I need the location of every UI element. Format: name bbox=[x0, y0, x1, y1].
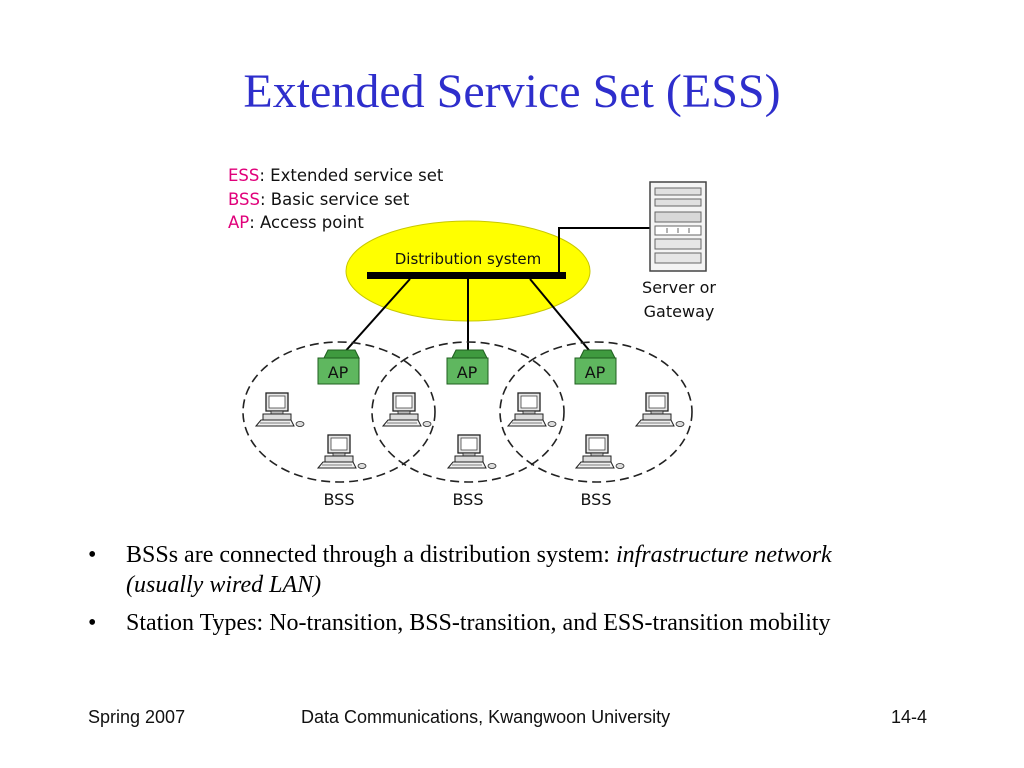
bullet-text: Station Types: No-transition, BSS-transi… bbox=[126, 610, 831, 636]
legend-text: : Access point bbox=[249, 213, 364, 232]
station-computer-icon bbox=[575, 434, 625, 470]
access-point-icon bbox=[446, 349, 489, 385]
legend-abbr: AP bbox=[228, 213, 250, 232]
legend-row-bss: BSS: Basic service set bbox=[228, 188, 443, 212]
server-link bbox=[558, 227, 652, 273]
legend-row-ap: AP: Access point bbox=[228, 211, 443, 235]
legend-row-ess: ESS: Extended service set bbox=[228, 164, 443, 188]
legend-abbr: ESS bbox=[228, 166, 260, 185]
bullet-item: • BSSs are connected through a distribut… bbox=[88, 540, 888, 600]
server-icon bbox=[649, 181, 707, 272]
access-point-icon bbox=[574, 349, 617, 385]
bss-label-1: BSS bbox=[323, 490, 354, 509]
footer-center: Data Communications, Kwangwoon Universit… bbox=[301, 707, 671, 727]
station-computer-icon bbox=[382, 392, 432, 428]
bss-circle-1 bbox=[242, 341, 436, 483]
station-computer-icon bbox=[635, 392, 685, 428]
server-label-line2: Gateway bbox=[644, 302, 715, 321]
bss-circle-2 bbox=[371, 341, 565, 483]
legend-text: : Extended service set bbox=[259, 166, 444, 185]
station-computer-icon bbox=[317, 434, 367, 470]
bss-label-2: BSS bbox=[452, 490, 483, 509]
footer-left: Spring 2007 bbox=[88, 707, 186, 727]
distribution-bar bbox=[367, 272, 566, 279]
bullet-marker: • bbox=[88, 542, 97, 568]
distribution-system-label: Distribution system bbox=[395, 250, 542, 268]
bullet-item: • Station Types: No-transition, BSS-tran… bbox=[88, 608, 888, 638]
ap-label-3: AP bbox=[585, 363, 606, 382]
legend-text: : Basic service set bbox=[259, 189, 410, 209]
station-computer-icon bbox=[447, 434, 497, 470]
bullet-list: • BSSs are connected through a distribut… bbox=[88, 540, 888, 646]
ess-diagram: Distribution system Server or Gateway AP… bbox=[242, 181, 716, 509]
ap-label-1: AP bbox=[328, 363, 349, 382]
station-computer-icon bbox=[255, 392, 305, 428]
ap-label-2: AP bbox=[457, 363, 478, 382]
bullet-text-italic: infrastructure network (usually wired LA… bbox=[126, 542, 832, 598]
diagram-legend: ESS: Extended service set BSS: Basic ser… bbox=[228, 164, 443, 235]
footer-right: 14-4 bbox=[891, 707, 928, 727]
bullet-marker: • bbox=[88, 610, 97, 636]
slide-title: Extended Service Set (ESS) bbox=[243, 65, 781, 118]
bss-label-3: BSS bbox=[580, 490, 611, 509]
server-label-line1: Server or bbox=[642, 278, 716, 297]
bullet-text: BSSs are connected through a distributio… bbox=[126, 542, 616, 568]
legend-abbr: BSS bbox=[228, 189, 260, 209]
access-point-icon bbox=[317, 349, 360, 385]
station-computer-icon bbox=[507, 392, 557, 428]
bss-circle-3 bbox=[499, 341, 693, 483]
